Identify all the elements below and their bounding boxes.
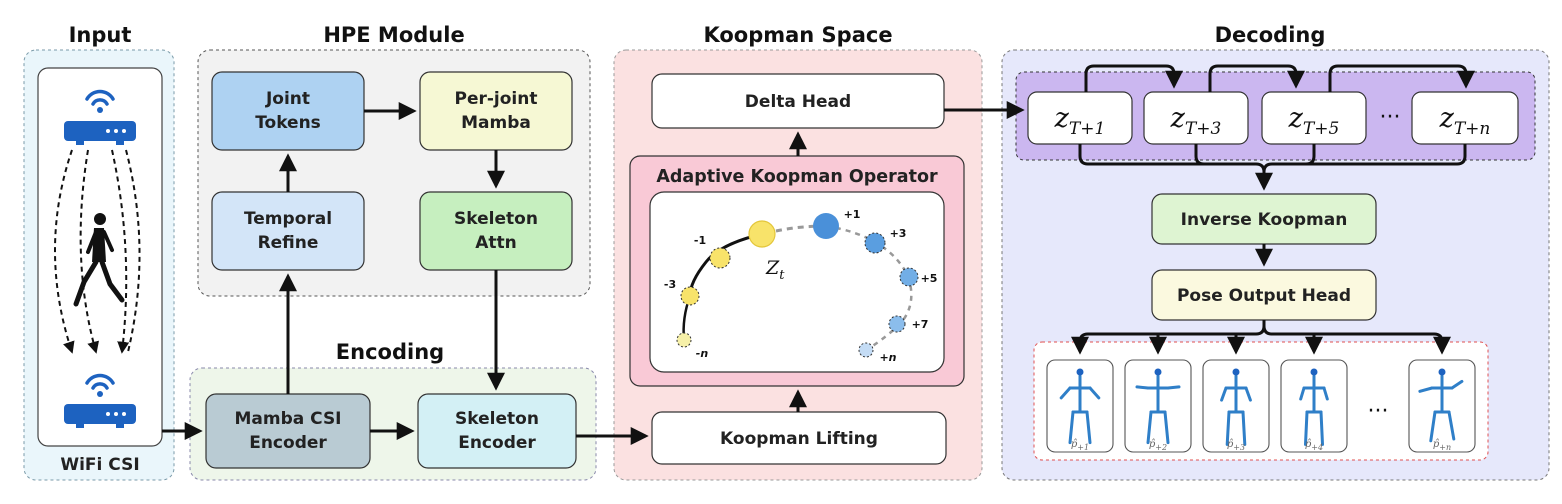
svg-text:Joint: Joint <box>265 89 310 109</box>
node-plus-3 <box>864 232 886 254</box>
svg-text:Mamba: Mamba <box>461 113 531 133</box>
inverse-koopman-box: Inverse Koopman <box>1151 193 1377 245</box>
svg-text:Encoder: Encoder <box>249 433 327 453</box>
svg-text:Per-joint: Per-joint <box>455 89 538 109</box>
svg-text:Temporal: Temporal <box>244 209 332 229</box>
pose-card: p̂+n <box>1408 359 1476 453</box>
svg-text:+1: +1 <box>844 208 861 221</box>
svg-text:Tokens: Tokens <box>255 113 321 133</box>
temporal-refine-box: Temporal Refine <box>211 191 365 271</box>
node-plus-5 <box>899 267 919 287</box>
svg-text:+n: +n <box>879 351 896 364</box>
decoding-title: Decoding <box>1215 23 1326 47</box>
pose-caption: p̂+2 <box>1149 439 1167 452</box>
connectors <box>162 64 1475 445</box>
joint-tokens-box: Joint Tokens <box>211 71 365 151</box>
svg-text:zT+1: zT+1 <box>1054 103 1106 139</box>
svg-text:zT+n: zT+n <box>1439 103 1491 139</box>
svg-text:Skeleton: Skeleton <box>455 409 539 429</box>
svg-text:+3: +3 <box>890 227 907 240</box>
svg-text:Koopman Lifting: Koopman Lifting <box>720 429 878 449</box>
skeleton-attn-box: Skeleton Attn <box>419 191 573 271</box>
router-icon <box>64 89 136 145</box>
hpe-title: HPE Module <box>323 23 464 47</box>
pose-card: p̂+1 <box>1046 359 1114 453</box>
state-ellipsis: ··· <box>1380 105 1401 130</box>
pose-caption: p̂+4 <box>1305 439 1323 452</box>
adaptive-koopman-operator: Adaptive Koopman Operator -1 -3 -n +1 +3… <box>629 155 965 387</box>
svg-text:+5: +5 <box>921 272 938 285</box>
mamba-csi-encoder-box: Mamba CSI Encoder <box>205 393 371 469</box>
svg-text:Inverse Koopman: Inverse Koopman <box>1181 210 1348 230</box>
pose-ellipsis: ··· <box>1368 399 1389 424</box>
per-joint-mamba-box: Per-joint Mamba <box>419 71 573 151</box>
svg-text:Adaptive Koopman Operator: Adaptive Koopman Operator <box>656 167 938 187</box>
node-plus-7 <box>888 315 906 333</box>
svg-text:zT+5: zT+5 <box>1288 103 1340 139</box>
svg-text:zT+3: zT+3 <box>1170 103 1222 139</box>
svg-text:Zt: Zt <box>765 257 785 283</box>
state-node-zt <box>748 220 776 248</box>
koopman-lifting-box: Koopman Lifting <box>651 411 947 465</box>
svg-text:Pose Output Head: Pose Output Head <box>1177 286 1351 306</box>
state-z-t3: zT+3 <box>1143 91 1249 145</box>
svg-text:Delta Head: Delta Head <box>745 92 851 112</box>
svg-text:-n: -n <box>696 347 709 360</box>
svg-text:Skeleton: Skeleton <box>454 209 538 229</box>
state-z-tn: zT+n <box>1411 91 1519 145</box>
pose-caption: p̂+n <box>1433 439 1451 452</box>
node-plus-n <box>858 342 874 358</box>
input-title: Input <box>69 23 132 47</box>
svg-text:+7: +7 <box>912 318 929 331</box>
svg-text:Refine: Refine <box>258 233 319 253</box>
router-icon <box>64 373 136 428</box>
node-plus-1 <box>813 213 839 239</box>
svg-text:Encoder: Encoder <box>458 433 536 453</box>
pose-card: p̂+4 <box>1280 359 1348 453</box>
svg-text:-1: -1 <box>694 234 706 247</box>
pose-card: p̂+2 <box>1124 359 1192 453</box>
pose-card: p̂+3 <box>1202 359 1270 453</box>
state-z-t5: zT+5 <box>1261 91 1367 145</box>
state-z-t1: zT+1 <box>1027 91 1133 145</box>
svg-text:Attn: Attn <box>475 233 517 253</box>
signal-paths <box>54 149 141 354</box>
predicted-poses: p̂+1 p̂+2 p̂+3 p̂+4 p̂+n <box>1046 359 1476 453</box>
pose-output-head-box: Pose Output Head <box>1151 269 1377 321</box>
svg-text:-3: -3 <box>664 278 676 291</box>
koopman-space-title: Koopman Space <box>703 23 892 47</box>
svg-text:Mamba CSI: Mamba CSI <box>234 409 341 429</box>
node-minus-1 <box>709 247 731 269</box>
pose-caption: p̂+1 <box>1071 439 1089 452</box>
node-minus-3 <box>680 286 700 306</box>
pose-caption: p̂+3 <box>1227 439 1245 452</box>
node-minus-n <box>676 332 692 348</box>
person-walking-icon <box>73 213 125 307</box>
delta-head-box: Delta Head <box>651 73 945 129</box>
skeleton-encoder-box: Skeleton Encoder <box>417 393 577 469</box>
wifi-csi-label: WiFi CSI <box>60 455 139 475</box>
encoding-title: Encoding <box>336 340 444 364</box>
